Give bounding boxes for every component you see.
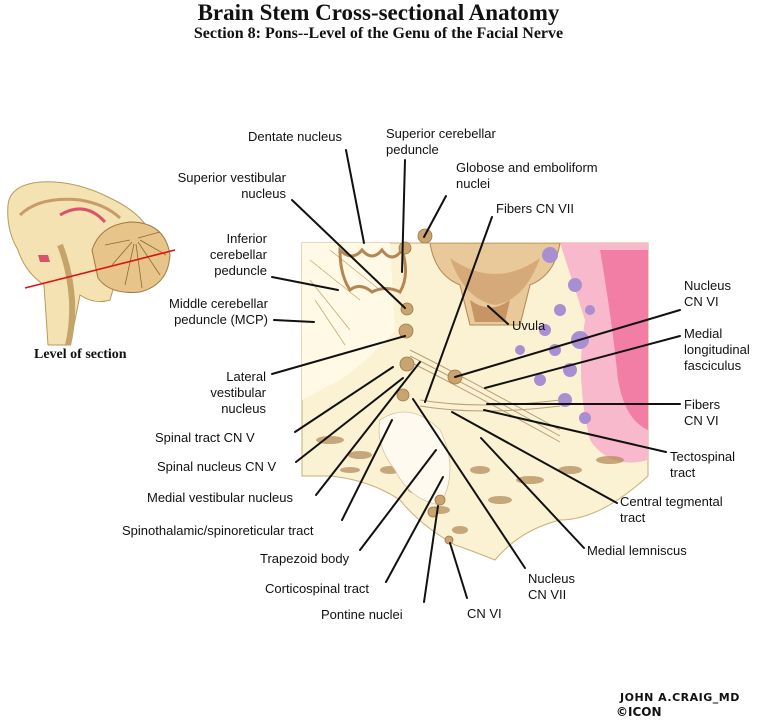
label-medial-lemniscus: Medial lemniscus — [587, 543, 687, 558]
label-trapezoid-body: Trapezoid body — [260, 551, 350, 566]
label-fibers-cn-vii: Fibers CN VII — [496, 201, 575, 216]
label-spinal-nucleus-cn-v: Spinal nucleus CN V — [157, 459, 277, 474]
label-cn-vi: CN VI — [467, 606, 502, 621]
signature-logo: ©ICON — [616, 705, 662, 719]
label-medial-vestibular-nucleus: Medial vestibular nucleus — [147, 490, 293, 505]
page-title: Brain Stem Cross-sectional Anatomy — [197, 0, 560, 25]
label-superior-cerebellar-peduncle: Superior cerebellar peduncle — [386, 126, 496, 157]
label-spinal-tract-cn-v: Spinal tract CN V — [155, 430, 255, 445]
label-nucleus-cn-vii: Nucleus CN VII — [528, 571, 575, 602]
label-middle-cerebellar-peduncle: Middle cerebellar peduncle (MCP) — [169, 296, 268, 327]
sagittal-brain-inset — [7, 181, 176, 346]
level-of-section-caption: Level of section — [34, 347, 127, 362]
label-corticospinal-tract: Corticospinal tract — [265, 581, 370, 596]
artist-signature: JOHN A.CRAIG_MD ©ICON — [616, 691, 756, 721]
page-subtitle: Section 8: Pons--Level of the Genu of th… — [193, 25, 564, 42]
signature-name: JOHN A.CRAIG_MD — [620, 691, 740, 704]
label-central-tegmental-tract: Central tegmental tract — [620, 494, 723, 525]
label-inferior-cerebellar-peduncle: Inferior cerebellar peduncle — [209, 231, 267, 278]
label-dentate-nucleus: Dentate nucleus — [248, 129, 342, 144]
label-tectospinal-tract: Tectospinal tract — [670, 449, 736, 480]
pons-cross-section — [301, 228, 649, 561]
leader-lines — [271, 149, 681, 603]
label-globose-emboliform-nuclei: Globose and emboliform nuclei — [456, 160, 598, 191]
label-pontine-nuclei: Pontine nuclei — [321, 607, 403, 622]
label-nucleus-cn-vi: Nucleus CN VI — [684, 278, 731, 309]
label-spinothalamic-spinoreticular-tract: Spinothalamic/spinoreticular tract — [122, 523, 314, 538]
label-medial-longitudinal-fasciculus: Medial longitudinal fasciculus — [684, 326, 750, 373]
label-fibers-cn-vi: Fibers CN VI — [684, 397, 721, 428]
label-lateral-vestibular-nucleus: Lateral vestibular nucleus — [210, 369, 266, 416]
label-superior-vestibular-nucleus: Superior vestibular nucleus — [177, 170, 286, 201]
label-uvula: Uvula — [512, 318, 546, 333]
